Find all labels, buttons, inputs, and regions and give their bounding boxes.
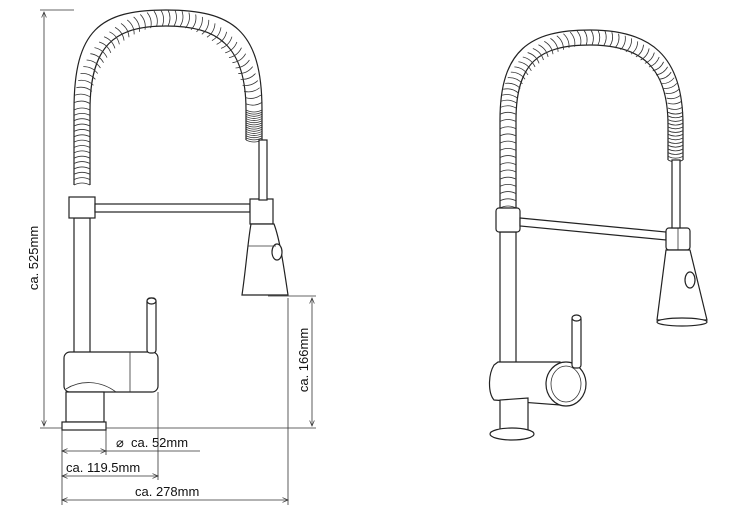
diameter-symbol: ⌀ — [116, 435, 124, 450]
spray-head-right — [656, 249, 708, 321]
lever-left — [146, 297, 157, 354]
label-reach-total: ca. 278mm — [135, 484, 199, 499]
spray-holder-left — [249, 198, 274, 225]
spray-button-left — [271, 243, 283, 261]
base-plate-right — [489, 427, 535, 441]
support-bar-left — [94, 203, 251, 213]
label-reach-inner: ca. 119.5mm — [66, 460, 140, 475]
label-spout-height: ca. 166mm — [296, 328, 311, 392]
spray-button-right — [684, 271, 696, 289]
perspective-view — [488, 29, 708, 441]
collar-left — [68, 196, 96, 219]
spring-coil-right — [499, 29, 684, 209]
mixer-body-left — [63, 351, 159, 393]
hose-right — [671, 159, 681, 229]
lever-right — [571, 315, 582, 369]
spring-coil-left — [73, 9, 263, 186]
label-base-diameter: ca. 52mm — [131, 435, 188, 450]
base-left — [65, 391, 105, 423]
mixer-cap-right — [545, 361, 587, 407]
hose-left — [258, 139, 268, 201]
side-view: ca. 525mm ca. 166mm ⌀ ca. 52mm ca. 119.5… — [26, 9, 316, 505]
spray-head-left — [241, 223, 289, 296]
body-tube-left — [73, 217, 91, 354]
body-tube-right — [499, 231, 517, 365]
base-right — [499, 397, 529, 431]
support-bar-right — [519, 217, 667, 241]
collar-right — [495, 207, 521, 233]
label-height-total: ca. 525mm — [26, 226, 41, 290]
base-plate-left — [61, 421, 107, 431]
